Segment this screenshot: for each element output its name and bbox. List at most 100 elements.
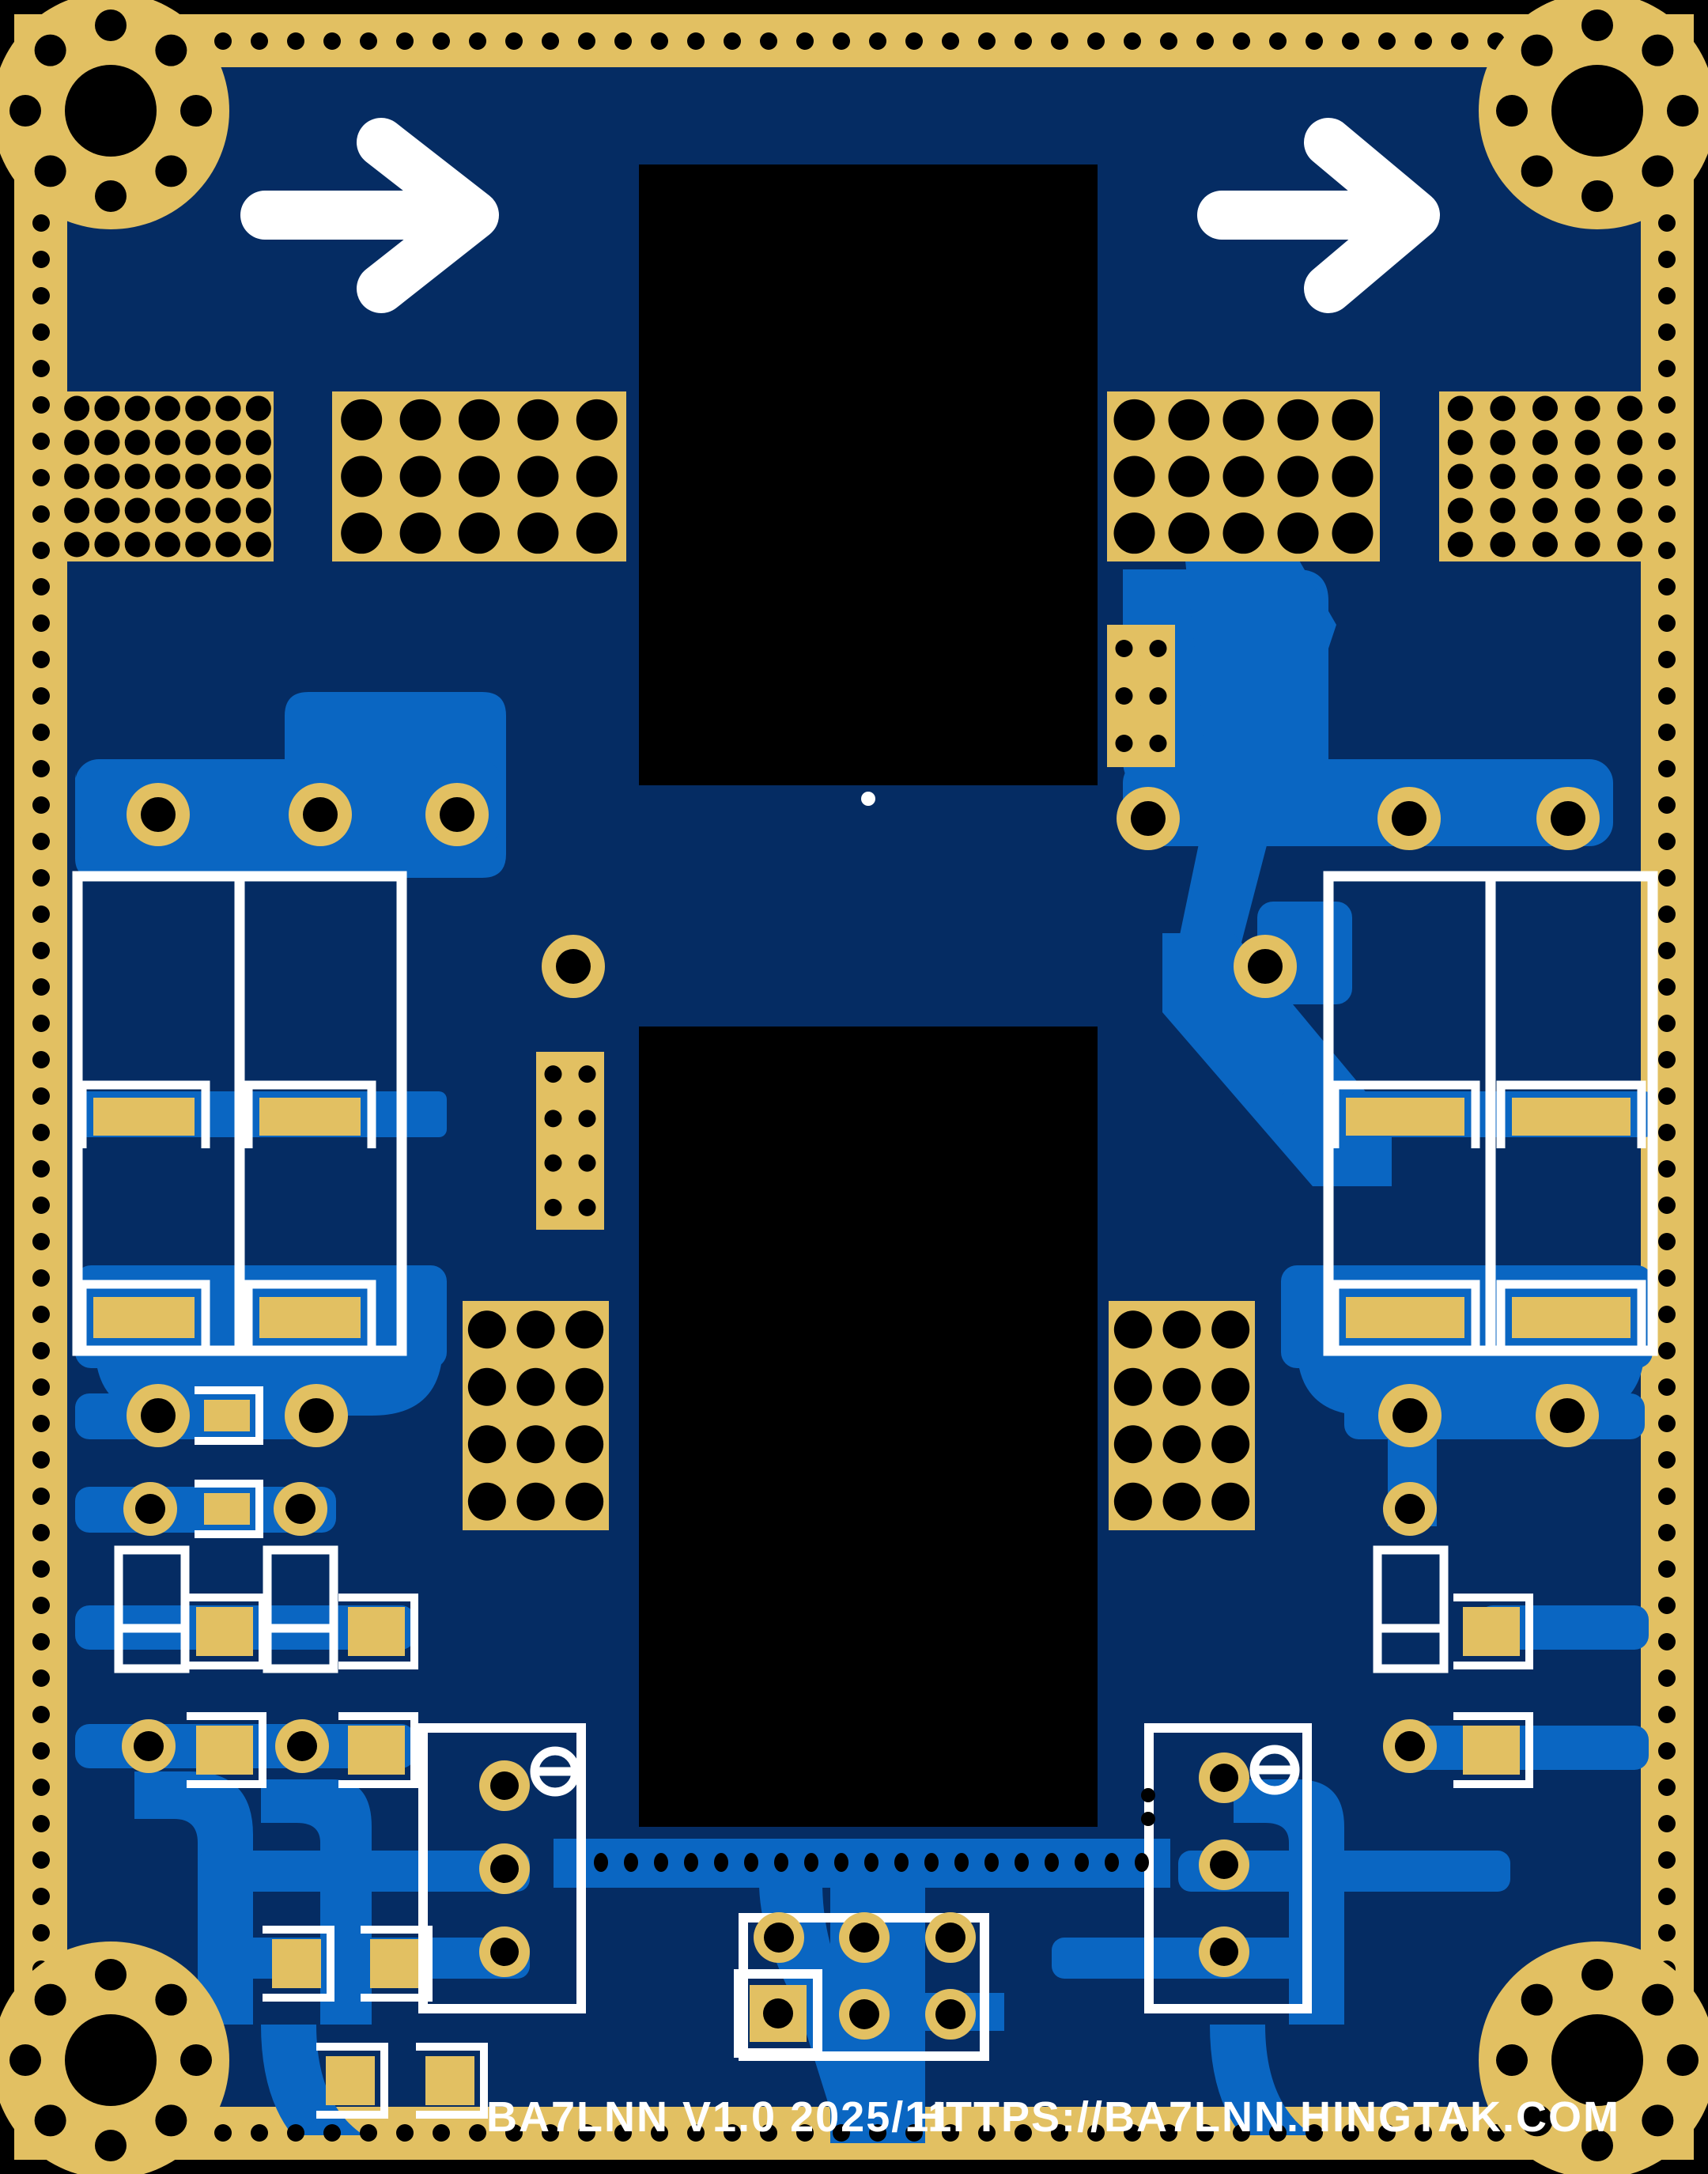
via-hole <box>1277 512 1319 554</box>
edge-via <box>1658 1015 1676 1032</box>
via-hole <box>516 1482 555 1521</box>
edge-via <box>724 2124 741 2142</box>
via-hole <box>64 463 90 490</box>
edge-via <box>505 32 523 50</box>
edge-via <box>1658 1342 1676 1359</box>
via-hole <box>64 531 90 558</box>
mounting-ring-via <box>1581 180 1613 212</box>
bus-stitch-via <box>924 1853 939 1872</box>
mounting-ring-via <box>155 34 187 66</box>
via-hole <box>399 512 441 554</box>
edge-via <box>1658 906 1676 923</box>
via-hole <box>1168 456 1210 497</box>
via-hole <box>1149 735 1167 752</box>
edge-via <box>1658 942 1676 959</box>
via-hole <box>467 1310 506 1349</box>
pad-drill-hole <box>490 1771 519 1800</box>
smd-pad-res-6 <box>1463 1726 1520 1775</box>
smd-pad-silk-bracket <box>1330 1080 1480 1148</box>
edge-via <box>32 1924 50 1941</box>
pad-drill-hole <box>849 1923 879 1953</box>
edge-via <box>32 1378 50 1396</box>
edge-via <box>32 1160 50 1178</box>
smd-pad-silk-bracket <box>77 1280 210 1351</box>
edge-via <box>796 2124 814 2142</box>
mounting-ring-via <box>34 34 66 66</box>
smd-pad-silk-bracket <box>77 1080 210 1148</box>
via-hole <box>565 1425 604 1464</box>
via-hole <box>64 497 90 524</box>
via-hole <box>215 463 241 490</box>
via-hole <box>185 463 211 490</box>
pad-drill-hole <box>440 797 474 832</box>
edge-via <box>1124 32 1141 50</box>
through-hole-pads-layer <box>122 783 1600 1773</box>
edge-via <box>542 32 559 50</box>
edge-via <box>1658 251 1676 268</box>
via-hole <box>94 463 120 490</box>
via-hole <box>399 456 441 497</box>
mounting-ring-via <box>1642 1983 1674 2016</box>
edge-via <box>1658 287 1676 304</box>
via-hole <box>1115 687 1133 705</box>
bus-stitch-via <box>834 1853 848 1872</box>
connectors-layer[interactable] <box>418 1723 1312 2061</box>
outline-cap-l2 <box>263 1545 338 1673</box>
bus-stitch-via <box>654 1853 668 1872</box>
edge-via <box>469 2124 486 2142</box>
edge-via <box>323 32 341 50</box>
edge-via <box>1658 869 1676 887</box>
header-2x3-bottom-center-pin1-marker <box>734 1969 822 2058</box>
edge-via <box>214 32 232 50</box>
via-hole <box>94 395 120 422</box>
edge-via <box>1015 2124 1032 2142</box>
edge-via <box>978 2124 996 2142</box>
via-stitched-pads <box>62 391 1651 1530</box>
smd-pad-right-b <box>1512 1098 1631 1136</box>
edge-via <box>1233 32 1250 50</box>
mounting-ring-via <box>34 2104 66 2137</box>
connector-right-3pin-outline[interactable] <box>1144 1723 1312 2013</box>
bus-stitch-via <box>1141 1788 1155 1802</box>
mounting-ring-via <box>34 155 66 187</box>
edge-via <box>1160 2124 1177 2142</box>
mounting-ring-via <box>1496 95 1528 127</box>
edge-via <box>32 1015 50 1032</box>
via-hole <box>576 399 618 440</box>
smd-pad-left-b <box>259 1098 361 1136</box>
smd-pad-right-d <box>1512 1297 1631 1338</box>
via-hole <box>1115 640 1133 657</box>
edge-via <box>396 32 414 50</box>
mounting-ring-via <box>1496 2044 1528 2076</box>
pad-drill-hole <box>287 1731 317 1761</box>
pad-drill-hole <box>1210 1764 1238 1792</box>
via-hole <box>576 512 618 554</box>
via-hole <box>399 399 441 440</box>
edge-via <box>905 32 923 50</box>
via-hole <box>124 531 150 558</box>
pad-drill-hole <box>763 1998 793 2028</box>
connector-left-3pin-outline[interactable] <box>418 1723 586 2013</box>
via-hole <box>94 429 120 456</box>
edge-via <box>687 32 705 50</box>
smd-pads-layer <box>93 1098 1631 2105</box>
edge-via <box>1658 1888 1676 1905</box>
via-hole <box>185 429 211 456</box>
edge-via <box>1658 1451 1676 1469</box>
via-hole <box>215 497 241 524</box>
smd-pad-silk-bracket-small <box>187 1594 266 1669</box>
via-hole <box>1617 497 1643 524</box>
mounting-ring-via <box>1667 95 1699 127</box>
via-hole <box>517 399 559 440</box>
edge-via <box>32 251 50 268</box>
via-hole <box>155 395 180 422</box>
edge-via <box>32 651 50 668</box>
mounting-ring-via <box>180 95 212 127</box>
smd-pad-right-c <box>1346 1297 1464 1338</box>
edge-via <box>287 2124 304 2142</box>
edge-via <box>578 2124 595 2142</box>
smd-pad-left-d <box>259 1297 361 1338</box>
pad-drill-hole <box>1392 1398 1427 1433</box>
connector-right-3pin-minus-circle-icon <box>1249 1745 1300 1795</box>
